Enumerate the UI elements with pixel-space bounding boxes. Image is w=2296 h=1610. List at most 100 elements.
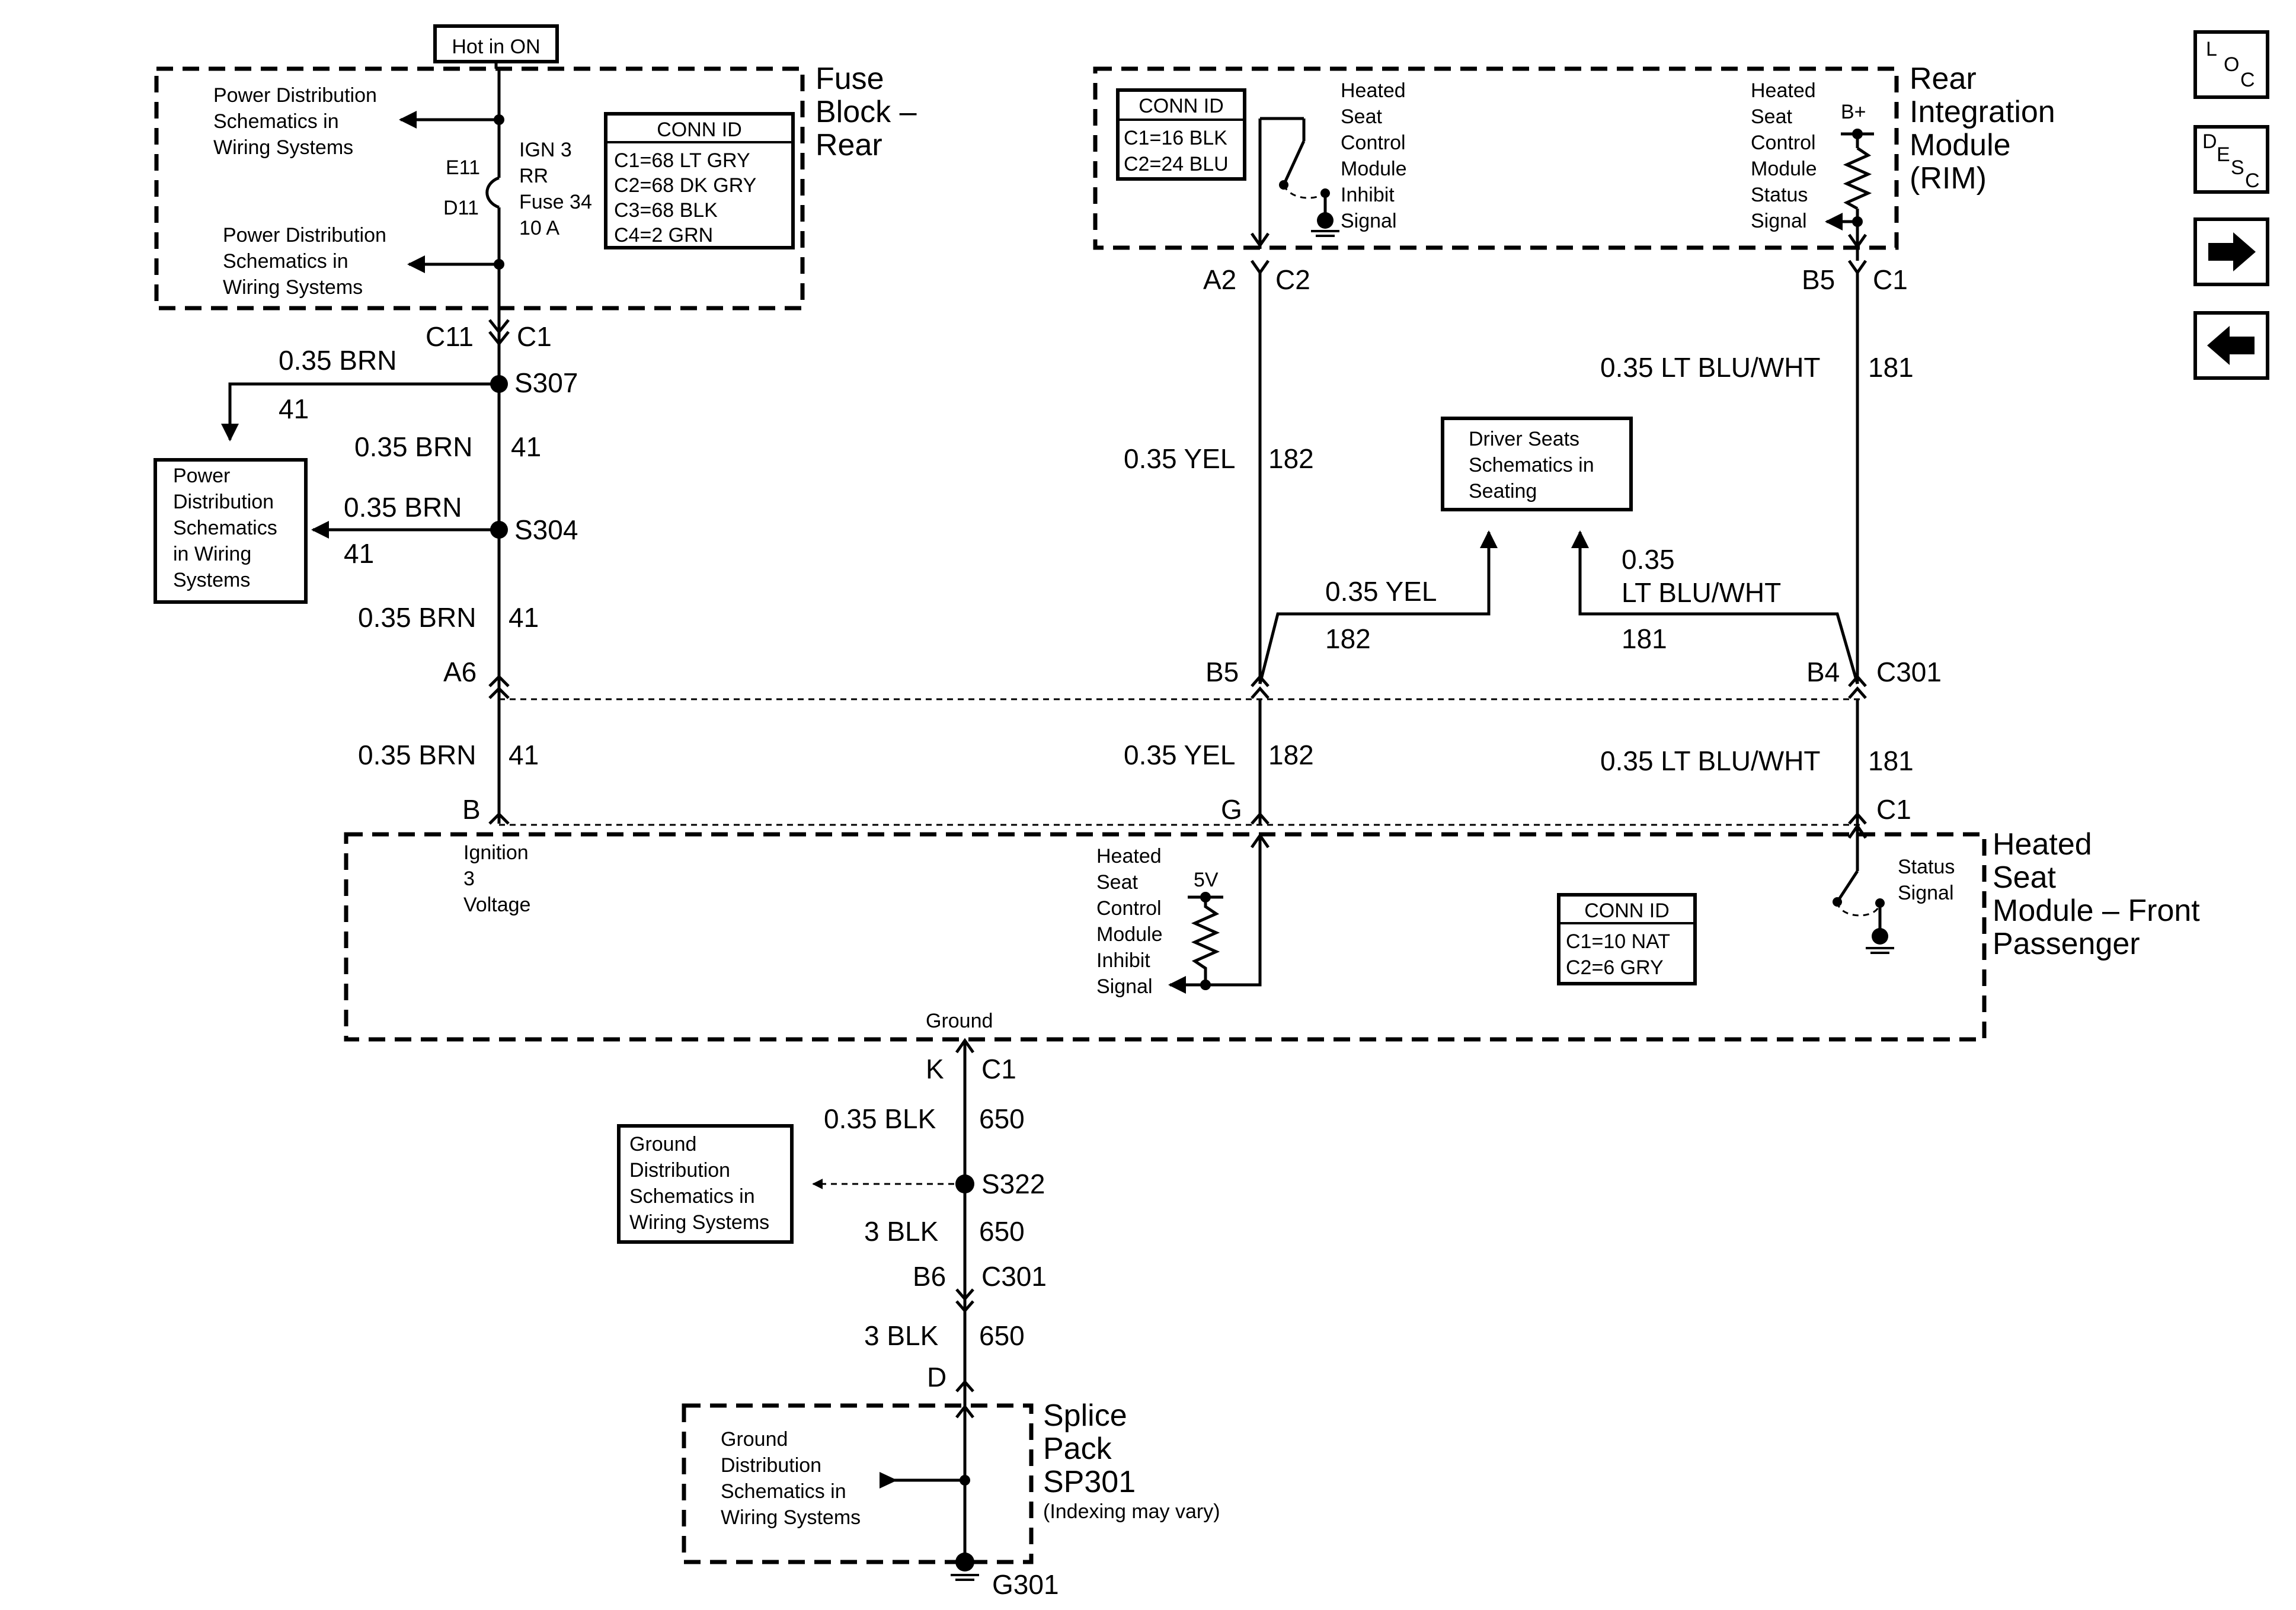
hsm-conn-id: CONN ID C1=10 NAT C2=6 GRY — [1557, 893, 1697, 985]
svg-text:C1=10 NAT: C1=10 NAT — [1566, 930, 1670, 953]
svg-text:S304: S304 — [514, 514, 578, 545]
svg-text:3 BLK: 3 BLK — [864, 1320, 939, 1351]
ground-distribution-box: Ground Distribution Schematics in Wiring… — [617, 1124, 794, 1244]
svg-text:Signal: Signal — [1096, 975, 1153, 998]
svg-text:C2=24 BLU: C2=24 BLU — [1124, 153, 1229, 175]
g301-label: G301 — [992, 1569, 1059, 1600]
svg-text:Signal: Signal — [1751, 210, 1807, 232]
svg-text:Seat: Seat — [1993, 860, 2057, 895]
svg-text:3: 3 — [463, 868, 475, 890]
svg-text:Schematics in: Schematics in — [223, 250, 348, 273]
svg-text:0.35 BRN: 0.35 BRN — [354, 431, 472, 462]
pd-bottom-label: Power Distribution Schematics in Wiring … — [223, 224, 386, 299]
svg-text:Inhibit: Inhibit — [1341, 184, 1395, 206]
svg-text:181: 181 — [1622, 623, 1667, 654]
desc-button[interactable]: D E S C — [2193, 125, 2269, 194]
svg-text:C: C — [2240, 69, 2255, 91]
fuse-symbol — [485, 176, 500, 209]
driver-seats-box: Driver Seats Schematics in Seating — [1441, 417, 1633, 511]
svg-text:650: 650 — [979, 1216, 1025, 1247]
svg-text:Seat: Seat — [1341, 105, 1382, 128]
svg-text:Heated: Heated — [1096, 845, 1162, 868]
svg-text:182: 182 — [1325, 623, 1371, 654]
svg-text:Signal: Signal — [1341, 210, 1397, 232]
svg-text:Schematics in: Schematics in — [213, 110, 339, 133]
svg-text:Seat: Seat — [1096, 871, 1138, 894]
svg-text:E: E — [2217, 143, 2230, 166]
svg-text:Module: Module — [1096, 923, 1163, 946]
svg-text:Rear: Rear — [1910, 62, 1977, 96]
svg-text:Wiring Systems: Wiring Systems — [213, 136, 353, 159]
svg-text:C: C — [2245, 169, 2260, 192]
svg-text:Splice: Splice — [1043, 1398, 1127, 1433]
svg-text:Signal: Signal — [1898, 882, 1954, 904]
svg-text:0.35 YEL: 0.35 YEL — [1124, 443, 1235, 474]
svg-text:SP301: SP301 — [1043, 1465, 1136, 1499]
conn-a2: A2 — [1203, 264, 1236, 295]
hsm-pullup-resistor — [1191, 897, 1220, 985]
hsm-status-label: Status Signal — [1898, 856, 1955, 904]
rim-boundary — [1093, 66, 1899, 250]
svg-text:Module – Front: Module – Front — [1993, 894, 2200, 928]
svg-text:Seating: Seating — [1469, 480, 1537, 502]
pd-left-box: Power Distribution Schematics in Wiring … — [154, 458, 308, 604]
svg-text:Fuse 34: Fuse 34 — [519, 191, 592, 213]
fuse-block-title: Fuse Block – Rear — [816, 62, 917, 162]
svg-text:Passenger: Passenger — [1993, 927, 2140, 961]
svg-text:(RIM): (RIM) — [1910, 161, 1987, 196]
svg-text:Schematics in: Schematics in — [721, 1480, 846, 1503]
svg-text:CONN ID: CONN ID — [1584, 900, 1670, 922]
svg-text:650: 650 — [979, 1320, 1025, 1351]
svg-text:Systems: Systems — [173, 569, 250, 591]
svg-text:Schematics: Schematics — [173, 517, 277, 539]
svg-text:Driver Seats: Driver Seats — [1469, 428, 1579, 450]
rim-inhibit-label: Heated Seat Control Module Inhibit Signa… — [1341, 79, 1407, 232]
loc-button[interactable]: L O C — [2193, 30, 2269, 99]
svg-text:L: L — [2206, 38, 2217, 60]
svg-text:41: 41 — [509, 740, 539, 770]
svg-text:in Wiring: in Wiring — [173, 543, 251, 565]
svg-text:C4=2 GRN: C4=2 GRN — [614, 224, 713, 247]
heated-seat-module-boundary — [344, 832, 1987, 1042]
svg-text:Status: Status — [1898, 856, 1955, 878]
svg-text:C2=68 DK GRY: C2=68 DK GRY — [614, 174, 756, 197]
svg-text:Inhibit: Inhibit — [1096, 949, 1150, 972]
brn-circuit-label: 41 — [279, 393, 309, 424]
svg-text:Ground: Ground — [629, 1133, 696, 1156]
splice-pack-boundary — [682, 1403, 1034, 1564]
conn-c2: C2 — [1275, 264, 1310, 295]
svg-text:Rear: Rear — [816, 128, 882, 162]
svg-text:Distribution: Distribution — [629, 1159, 730, 1182]
fuse-block-rear-boundary — [154, 66, 805, 311]
fuse-label: IGN 3 RR Fuse 34 10 A — [519, 139, 592, 239]
svg-text:3 BLK: 3 BLK — [864, 1216, 939, 1247]
svg-text:CONN ID: CONN ID — [1139, 95, 1224, 117]
svg-text:Control: Control — [1751, 132, 1816, 154]
svg-text:C1=68 LT GRY: C1=68 LT GRY — [614, 149, 750, 172]
svg-text:C1=16 BLK: C1=16 BLK — [1124, 127, 1227, 149]
svg-text:LT BLU/WHT: LT BLU/WHT — [1622, 577, 1781, 608]
hsm-ground-label: Ground — [926, 1010, 993, 1032]
svg-text:Schematics in: Schematics in — [1469, 454, 1594, 476]
forward-button[interactable] — [2193, 217, 2269, 286]
svg-text:0.35 BRN: 0.35 BRN — [358, 602, 476, 633]
rim-status-label: Heated Seat Control Module Status Signal — [1751, 79, 1817, 232]
back-button[interactable] — [2193, 311, 2269, 380]
svg-text:650: 650 — [979, 1103, 1025, 1134]
svg-text:O: O — [2224, 53, 2239, 76]
splice-pack-inner-label: Ground Distribution Schematics in Wiring… — [721, 1428, 861, 1529]
hsm-inhibit-label: Heated Seat Control Module Inhibit Signa… — [1096, 845, 1163, 998]
svg-text:10 A: 10 A — [519, 217, 559, 239]
svg-text:Power Distribution: Power Distribution — [213, 84, 377, 107]
svg-text:(Indexing may vary): (Indexing may vary) — [1043, 1500, 1220, 1523]
svg-text:Heated: Heated — [1993, 827, 2092, 862]
svg-text:0.35 BRN: 0.35 BRN — [358, 740, 476, 770]
svg-text:181: 181 — [1868, 352, 1914, 383]
hsm-status-switch — [1835, 870, 1859, 903]
rim-ground-icon — [1317, 212, 1334, 229]
svg-text:Power Distribution: Power Distribution — [223, 224, 386, 247]
hsm-5v-label: 5V — [1194, 869, 1219, 891]
svg-text:CONN ID: CONN ID — [657, 119, 742, 141]
svg-text:0.35 BRN: 0.35 BRN — [344, 492, 462, 523]
pd-top-label: Power Distribution Schematics in Wiring … — [213, 84, 377, 159]
